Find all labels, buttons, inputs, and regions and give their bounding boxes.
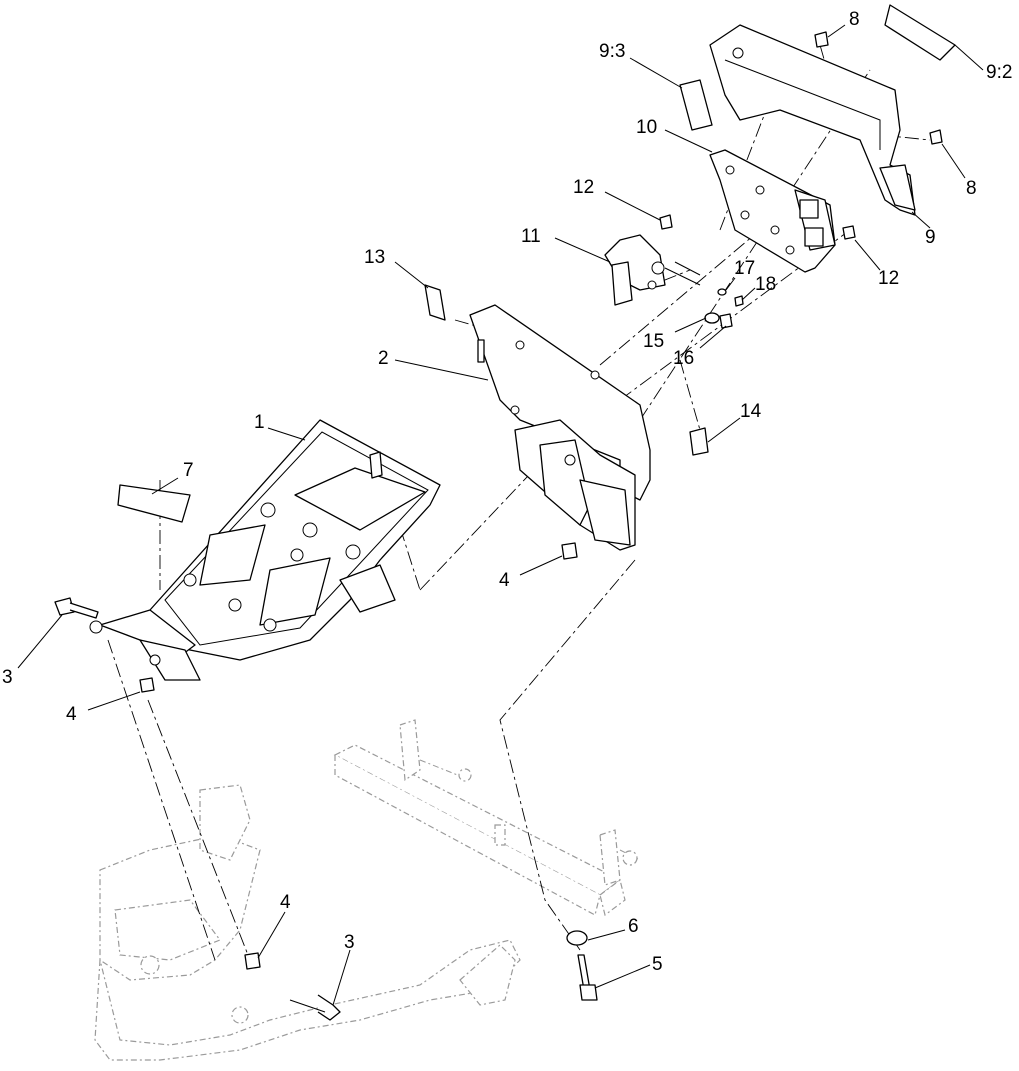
decal-9-2 <box>884 4 956 61</box>
callout-10: 10 <box>636 117 657 138</box>
callout-3-upper: 3 <box>2 667 13 688</box>
callout-2: 2 <box>378 348 389 369</box>
cover-bracket <box>709 24 916 216</box>
callout-3-lower: 3 <box>344 932 355 953</box>
fasteners <box>54 31 943 1021</box>
callout-9: 9 <box>925 227 936 248</box>
callout-18: 18 <box>755 274 776 295</box>
callout-4-lower: 4 <box>280 892 291 913</box>
callout-6: 6 <box>628 916 639 937</box>
callout-12-right: 12 <box>878 268 899 289</box>
decal-7 <box>117 484 191 523</box>
callout-1: 1 <box>254 412 265 433</box>
callout-16: 16 <box>673 348 694 369</box>
tray-bracket <box>89 419 441 681</box>
callout-12-left: 12 <box>573 177 594 198</box>
callout-9-3: 9:3 <box>599 41 625 62</box>
callout-5: 5 <box>652 954 663 975</box>
callout-11: 11 <box>521 226 541 247</box>
callout-17: 17 <box>734 258 755 279</box>
callout-15: 15 <box>643 331 664 352</box>
callout-7: 7 <box>183 460 194 481</box>
phantom-frame <box>94 719 641 1061</box>
controller <box>709 149 836 273</box>
callouts: 1 2 3 3 4 4 4 5 6 7 8 8 9 9:2 9:3 10 11 … <box>2 9 1012 975</box>
callout-8-right: 8 <box>966 178 977 199</box>
callout-8-top: 8 <box>849 9 860 30</box>
callout-14: 14 <box>740 401 762 422</box>
key-switch <box>604 234 701 306</box>
decal-9-3 <box>679 79 713 131</box>
callout-13: 13 <box>364 247 385 268</box>
labels <box>117 4 956 523</box>
callout-4-center: 4 <box>499 570 510 591</box>
callout-4-left: 4 <box>66 704 77 725</box>
callout-9-2: 9:2 <box>986 62 1012 83</box>
decal-13 <box>424 284 446 321</box>
mount-plate <box>469 304 651 551</box>
leader-lines <box>17 24 984 1006</box>
